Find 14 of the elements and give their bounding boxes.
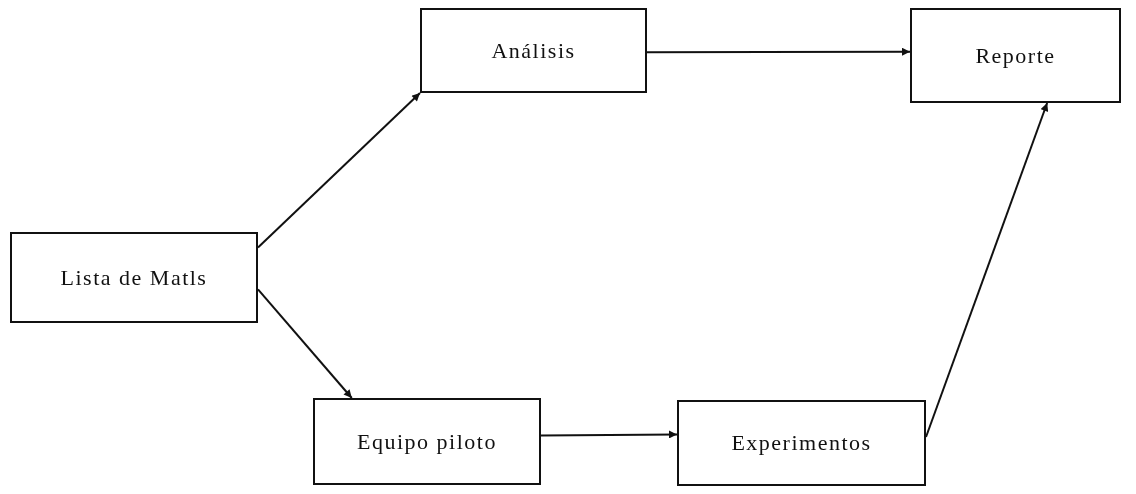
process-box: [420, 8, 647, 93]
process-box: [677, 400, 926, 486]
process-box: [910, 8, 1121, 103]
arrow: [257, 288, 353, 399]
box-label: Análisis: [491, 37, 576, 64]
arrow: [257, 92, 421, 249]
process-box: [313, 398, 541, 485]
arrow: [540, 430, 678, 439]
box-label: Lista de Matls: [60, 264, 208, 291]
box-label: Equipo piloto: [357, 428, 497, 455]
arrow: [646, 47, 911, 56]
process-box: [10, 232, 258, 323]
box-label: Experimentos: [731, 430, 872, 456]
box-label: Reporte: [975, 42, 1056, 69]
